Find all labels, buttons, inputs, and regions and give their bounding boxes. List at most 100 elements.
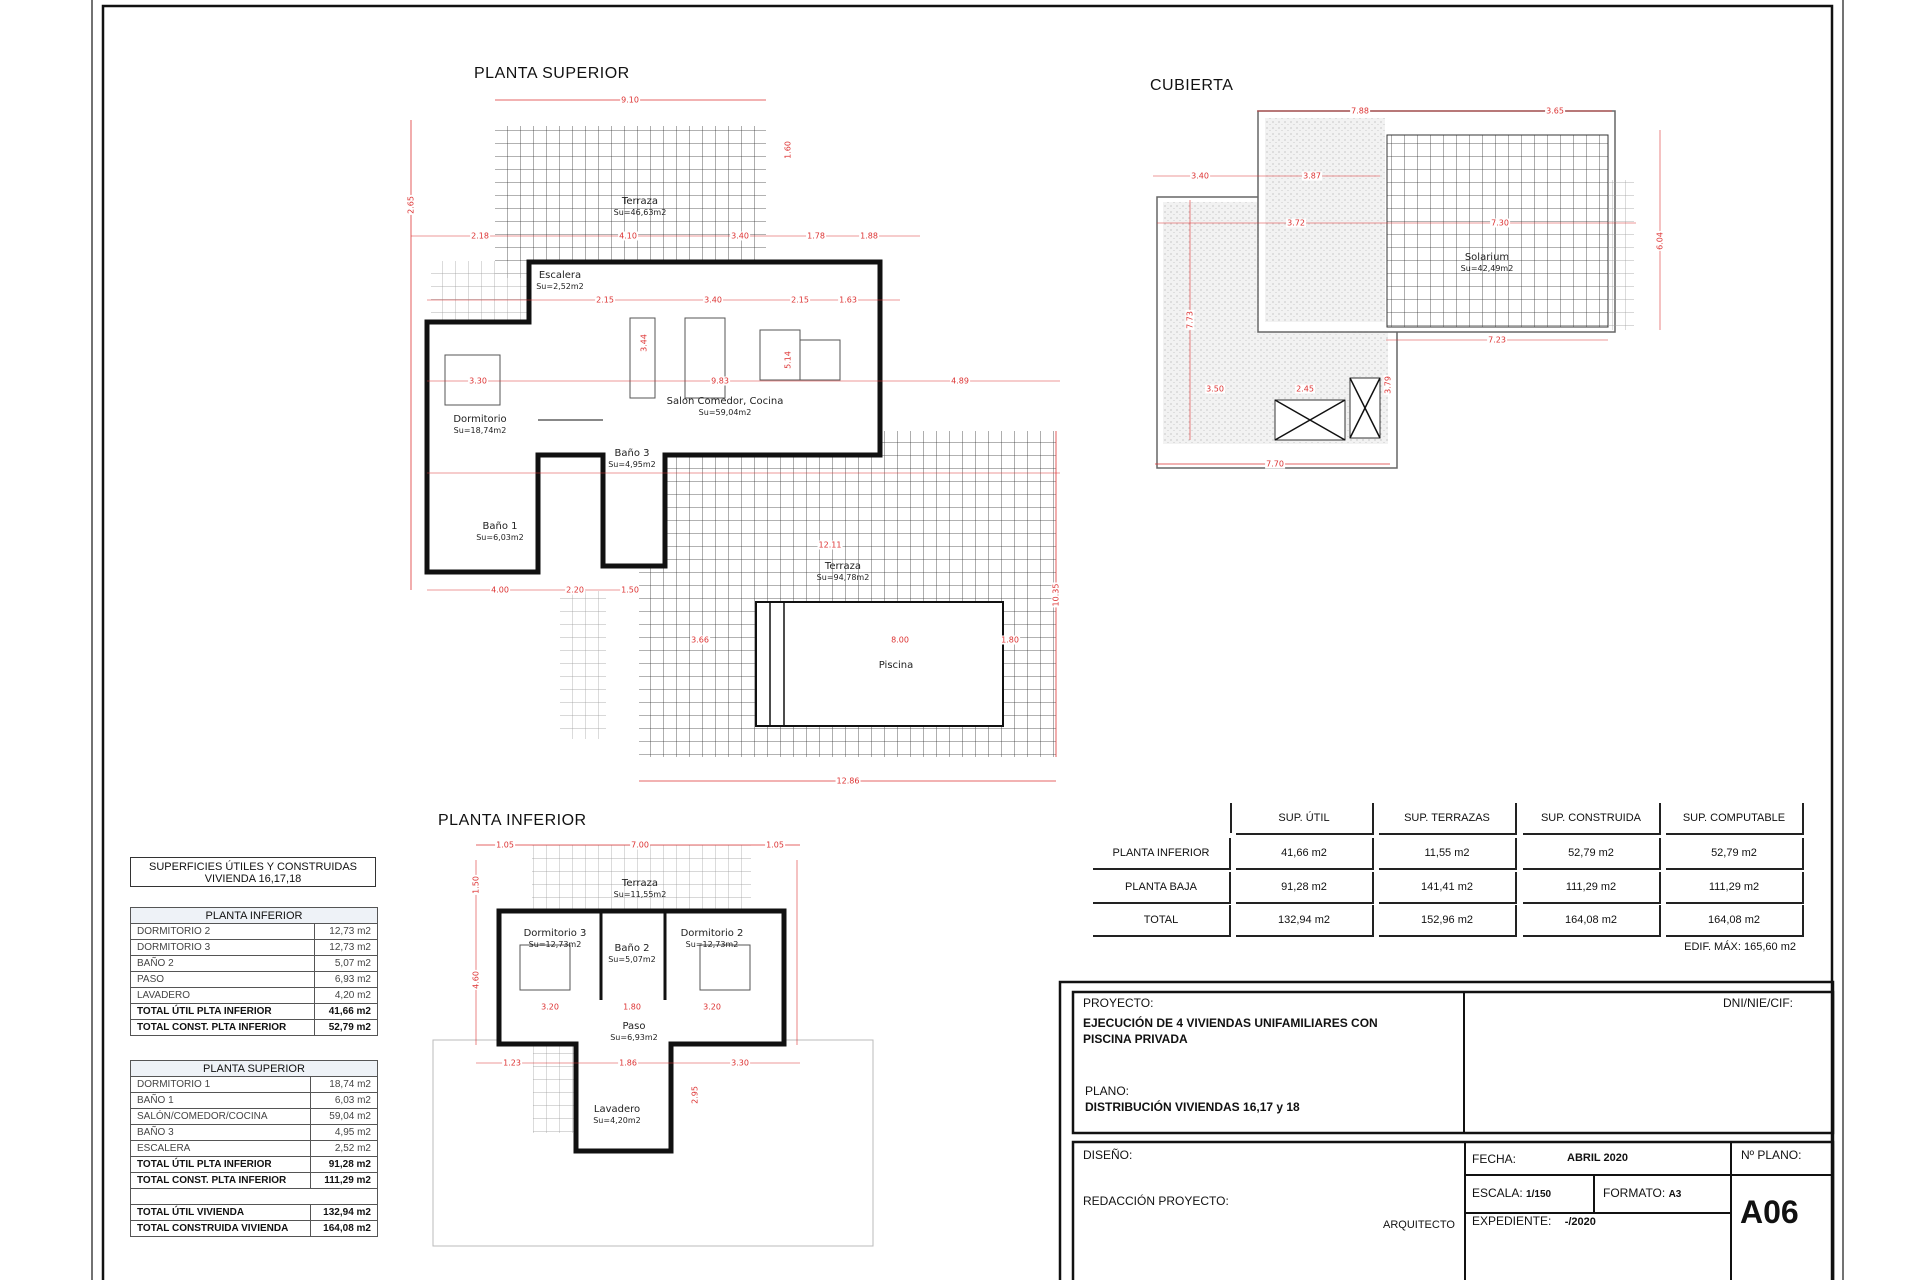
sheet-inner-border <box>101 4 1834 1280</box>
format-field: FORMATO: A3 <box>1603 1186 1682 1200</box>
dimension-label: 4.00 <box>490 585 510 595</box>
dimension-label: 3.40 <box>730 231 750 241</box>
pool <box>755 601 1004 727</box>
table-cell: 152,96 m2 <box>1379 905 1517 937</box>
upper-floor-plan <box>410 99 1060 782</box>
table-header: PLANTA SUPERIOR <box>130 1060 378 1077</box>
dimension-label: 1.60 <box>783 140 793 160</box>
dimension-label: 3.50 <box>1205 384 1225 394</box>
table-cell: 111,29 m2 <box>1523 872 1661 904</box>
table-cell: 52,79 m2 <box>1523 838 1661 870</box>
dimension-label: 8.00 <box>890 635 910 645</box>
dimension-label: 9.83 <box>710 376 730 386</box>
table-cell: 132,94 m2 <box>1236 905 1374 937</box>
dimension-label: 2.18 <box>470 231 490 241</box>
project-label: PROYECTO: <box>1083 996 1154 1010</box>
dimension-label: 7.00 <box>630 840 650 850</box>
row-label: TOTAL <box>1093 905 1231 937</box>
dimension-label: 9.10 <box>620 95 640 105</box>
dimension-label: 1.50 <box>620 585 640 595</box>
table-cell: 52,79 m2 <box>1666 838 1804 870</box>
upper-house-walls <box>424 259 883 575</box>
dimension-label: 12.86 <box>835 776 861 786</box>
upper-terrace <box>495 126 766 278</box>
solarium-deck <box>1386 134 1609 328</box>
dimension-label: 3.30 <box>730 1058 750 1068</box>
dimension-label: 1.80 <box>1000 635 1020 645</box>
architect-label: ARQUITECTO <box>1383 1219 1455 1231</box>
dimension-label: 1.50 <box>471 875 481 895</box>
dimension-label: 7.73 <box>1185 310 1195 330</box>
dimension-label: 4.10 <box>618 231 638 241</box>
plan-label: PLANO: <box>1085 1084 1130 1098</box>
sheet-outer-border <box>91 0 1844 1280</box>
dimension-label: 7.30 <box>1490 218 1510 228</box>
date-value: ABRIL 2020 <box>1567 1152 1628 1164</box>
dimension-label: 2.20 <box>565 585 585 595</box>
dimension-label: 5.14 <box>783 350 793 370</box>
dimension-label: 2.15 <box>595 295 615 305</box>
dimension-label: 12.11 <box>817 540 843 550</box>
row-label: PLANTA BAJA <box>1093 872 1231 904</box>
column-header: SUP. COMPUTABLE <box>1666 803 1804 835</box>
dimension-label: 1.78 <box>806 231 826 241</box>
design-label: DISEÑO: <box>1083 1148 1133 1162</box>
room-label: Piscina <box>878 660 914 671</box>
dimension-label: 1.86 <box>618 1058 638 1068</box>
dimension-label: 3.79 <box>1383 375 1393 395</box>
dimension-label: 6.04 <box>1655 231 1665 251</box>
table-cell: 111,29 m2 <box>1666 872 1804 904</box>
table-cell: 164,08 m2 <box>1523 905 1661 937</box>
dimension-label: 7.88 <box>1350 106 1370 116</box>
roof-plan-title: CUBIERTA <box>1150 77 1234 94</box>
dimension-label: 1.23 <box>502 1058 522 1068</box>
dimension-label: 3.44 <box>639 333 649 353</box>
dimension-label: 3.66 <box>690 635 710 645</box>
drafting-label: REDACCIÓN PROYECTO: <box>1083 1194 1229 1208</box>
upper-plan-title: PLANTA SUPERIOR <box>474 65 630 82</box>
dimension-label: 4.60 <box>471 970 481 990</box>
project-name-line2: PISCINA PRIVADA <box>1083 1032 1188 1046</box>
lower-terrace <box>532 845 751 911</box>
column-header: SUP. CONSTRUIDA <box>1523 803 1661 835</box>
dimension-label: 2.45 <box>1295 384 1315 394</box>
dimension-label: 2.65 <box>406 195 416 215</box>
dimension-label: 1.63 <box>838 295 858 305</box>
dni-label: DNI/NIE/CIF: <box>1723 996 1794 1010</box>
dimension-label: 1.80 <box>622 1002 642 1012</box>
table-cell: 11,55 m2 <box>1379 838 1517 870</box>
max-buildable-note: EDIF. MÁX: 165,60 m2 <box>1684 941 1796 953</box>
table-cell: 164,08 m2 <box>1666 905 1804 937</box>
project-name-line1: EJECUCIÓN DE 4 VIVIENDAS UNIFAMILIARES C… <box>1083 1016 1378 1030</box>
exterior-stairs <box>560 591 606 739</box>
dimension-label: 3.40 <box>703 295 723 305</box>
roof-plan <box>1153 110 1661 469</box>
dimension-label: 7.23 <box>1487 335 1507 345</box>
row-label: PLANTA INFERIOR <box>1093 838 1231 870</box>
table-cell: 91,28 m2 <box>1236 872 1374 904</box>
